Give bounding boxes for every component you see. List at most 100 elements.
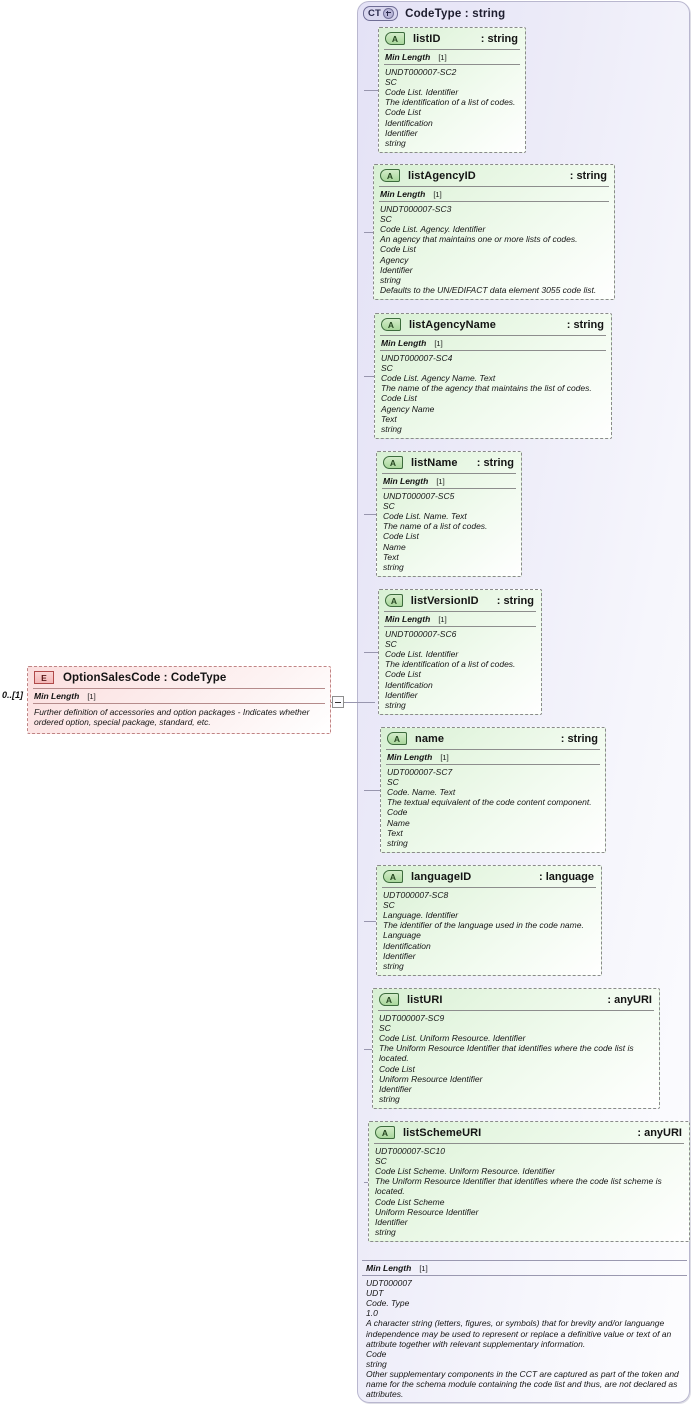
attribute-facet-row: Min Length [1] xyxy=(379,612,541,626)
footer-doc-line: UDT000007 xyxy=(366,1278,412,1288)
attribute-doc-line: string xyxy=(381,423,402,434)
attribute-facet-label: Min Length xyxy=(385,52,431,62)
attribute-doc-line: Identifier xyxy=(379,1083,412,1094)
attribute-facet-label: Min Length xyxy=(380,189,426,199)
attribute-doc-line: UNDT000007-SC6 xyxy=(385,629,457,639)
footer-doc-line: Other supplementary components in the CC… xyxy=(366,1368,679,1400)
attribute-facet-cardinality: [1] xyxy=(438,53,447,62)
footer-doc-line: Code. Type xyxy=(366,1298,410,1309)
element-divider-top xyxy=(33,688,325,689)
attribute-divider-bottom xyxy=(379,201,609,202)
footer-doc-line: 1.0 xyxy=(366,1308,378,1319)
attribute-doc-line: An agency that maintains one or more lis… xyxy=(380,234,578,245)
tree-connector-stub xyxy=(364,90,378,91)
attribute-divider-top xyxy=(374,1143,684,1144)
attribute-badge: A xyxy=(387,732,407,745)
attribute-name: languageID xyxy=(411,870,472,883)
attribute-facet-cardinality: [1] xyxy=(436,477,445,486)
plus-icon[interactable] xyxy=(383,8,395,19)
attribute-doc-line: SC xyxy=(381,363,393,374)
attribute-doc-line: Uniform Resource Identifier xyxy=(375,1206,479,1217)
attribute-type: : string xyxy=(569,169,607,182)
attribute-doc-line: The identification of a list of codes. xyxy=(385,97,516,108)
attribute-doc-line: Name xyxy=(383,541,406,552)
attribute-badge: A xyxy=(385,32,405,45)
attribute-type: : language xyxy=(538,870,594,883)
attribute-doc-line: Identifier xyxy=(383,950,416,961)
attribute-doc-line: Identification xyxy=(385,679,433,690)
attribute-badge: A xyxy=(381,318,401,331)
tree-connector-stub xyxy=(364,920,376,922)
attribute-facet-cardinality: [1] xyxy=(433,190,442,199)
attribute-doc-line: Agency Name xyxy=(381,403,435,414)
attribute-doc-line: Code List xyxy=(385,107,421,118)
attribute-doc-line: string xyxy=(380,274,401,285)
footer-doc-line: UDT xyxy=(366,1288,384,1299)
attribute-doc-line: SC xyxy=(387,777,399,788)
attribute-divider-top xyxy=(384,611,536,612)
attribute-facet-cardinality: [1] xyxy=(438,615,447,624)
attribute-doc-line: Text xyxy=(387,827,403,838)
attribute-divider-bottom xyxy=(386,764,600,765)
attribute-facet-row: Min Length[1] xyxy=(375,336,611,350)
tree-connector-stub xyxy=(364,790,380,791)
attribute-type: : string xyxy=(496,594,534,607)
attribute-doc-line: Identification xyxy=(385,117,433,128)
collapse-toggle-icon[interactable] xyxy=(332,696,344,708)
attribute-name: listAgencyID xyxy=(408,169,476,182)
element-box-optionsalescode[interactable]: E OptionSalesCode : CodeType Min Length … xyxy=(27,666,331,734)
attribute-doc-line: UDT000007-SC9 xyxy=(379,1013,445,1023)
footer-doc-line: A character string (letters, figures, or… xyxy=(366,1318,672,1349)
attribute-doc-line: SC xyxy=(380,214,392,225)
attribute-doc-line: Code. Name. Text xyxy=(387,787,456,798)
attribute-doc-line: UNDT000007-SC3 xyxy=(380,204,452,214)
attribute-doc-line: SC xyxy=(379,1023,391,1034)
complex-type-badge[interactable]: CT xyxy=(363,6,399,21)
attribute-doc-line: The name of a list of codes. xyxy=(383,521,488,532)
footer-facet-cardinality: [1] xyxy=(419,1264,428,1273)
attribute-doc-line: The identifier of the language used in t… xyxy=(383,920,584,931)
attribute-badge: A xyxy=(385,594,403,607)
attribute-doc-line: SC xyxy=(383,501,395,512)
footer-divider-bottom xyxy=(362,1275,687,1276)
attribute-name: listName xyxy=(411,456,458,469)
attribute-name: listSchemeURI xyxy=(403,1126,482,1139)
element-header: E OptionSalesCode : CodeType xyxy=(28,667,330,688)
tree-connector-stub xyxy=(364,232,373,233)
footer-doc-line: Code xyxy=(366,1348,387,1359)
attribute-doc-line: Name xyxy=(387,817,410,828)
footer-divider-top xyxy=(362,1260,687,1261)
attribute-divider-bottom xyxy=(384,626,536,627)
attribute-doc-line: string xyxy=(383,561,404,572)
attribute-doc-line: Identifier xyxy=(385,127,418,138)
attribute-type: : string xyxy=(560,732,598,745)
attribute-doc-line: string xyxy=(375,1226,396,1237)
attribute-doc-line: Defaults to the UN/EDIFACT data element … xyxy=(380,284,597,295)
attribute-doc-line: UDT000007-SC7 xyxy=(387,767,453,777)
attribute-doc-line: string xyxy=(385,699,406,710)
attribute-doc-line: The textual equivalent of the code conte… xyxy=(387,797,592,808)
complex-type-header[interactable]: CT CodeType : string xyxy=(363,6,505,21)
attribute-facet-label: Min Length xyxy=(385,614,431,624)
attribute-doc-line: The Uniform Resource Identifier that ide… xyxy=(375,1176,662,1197)
attribute-divider-top xyxy=(384,49,520,50)
tree-connector-stub xyxy=(364,1048,372,1050)
